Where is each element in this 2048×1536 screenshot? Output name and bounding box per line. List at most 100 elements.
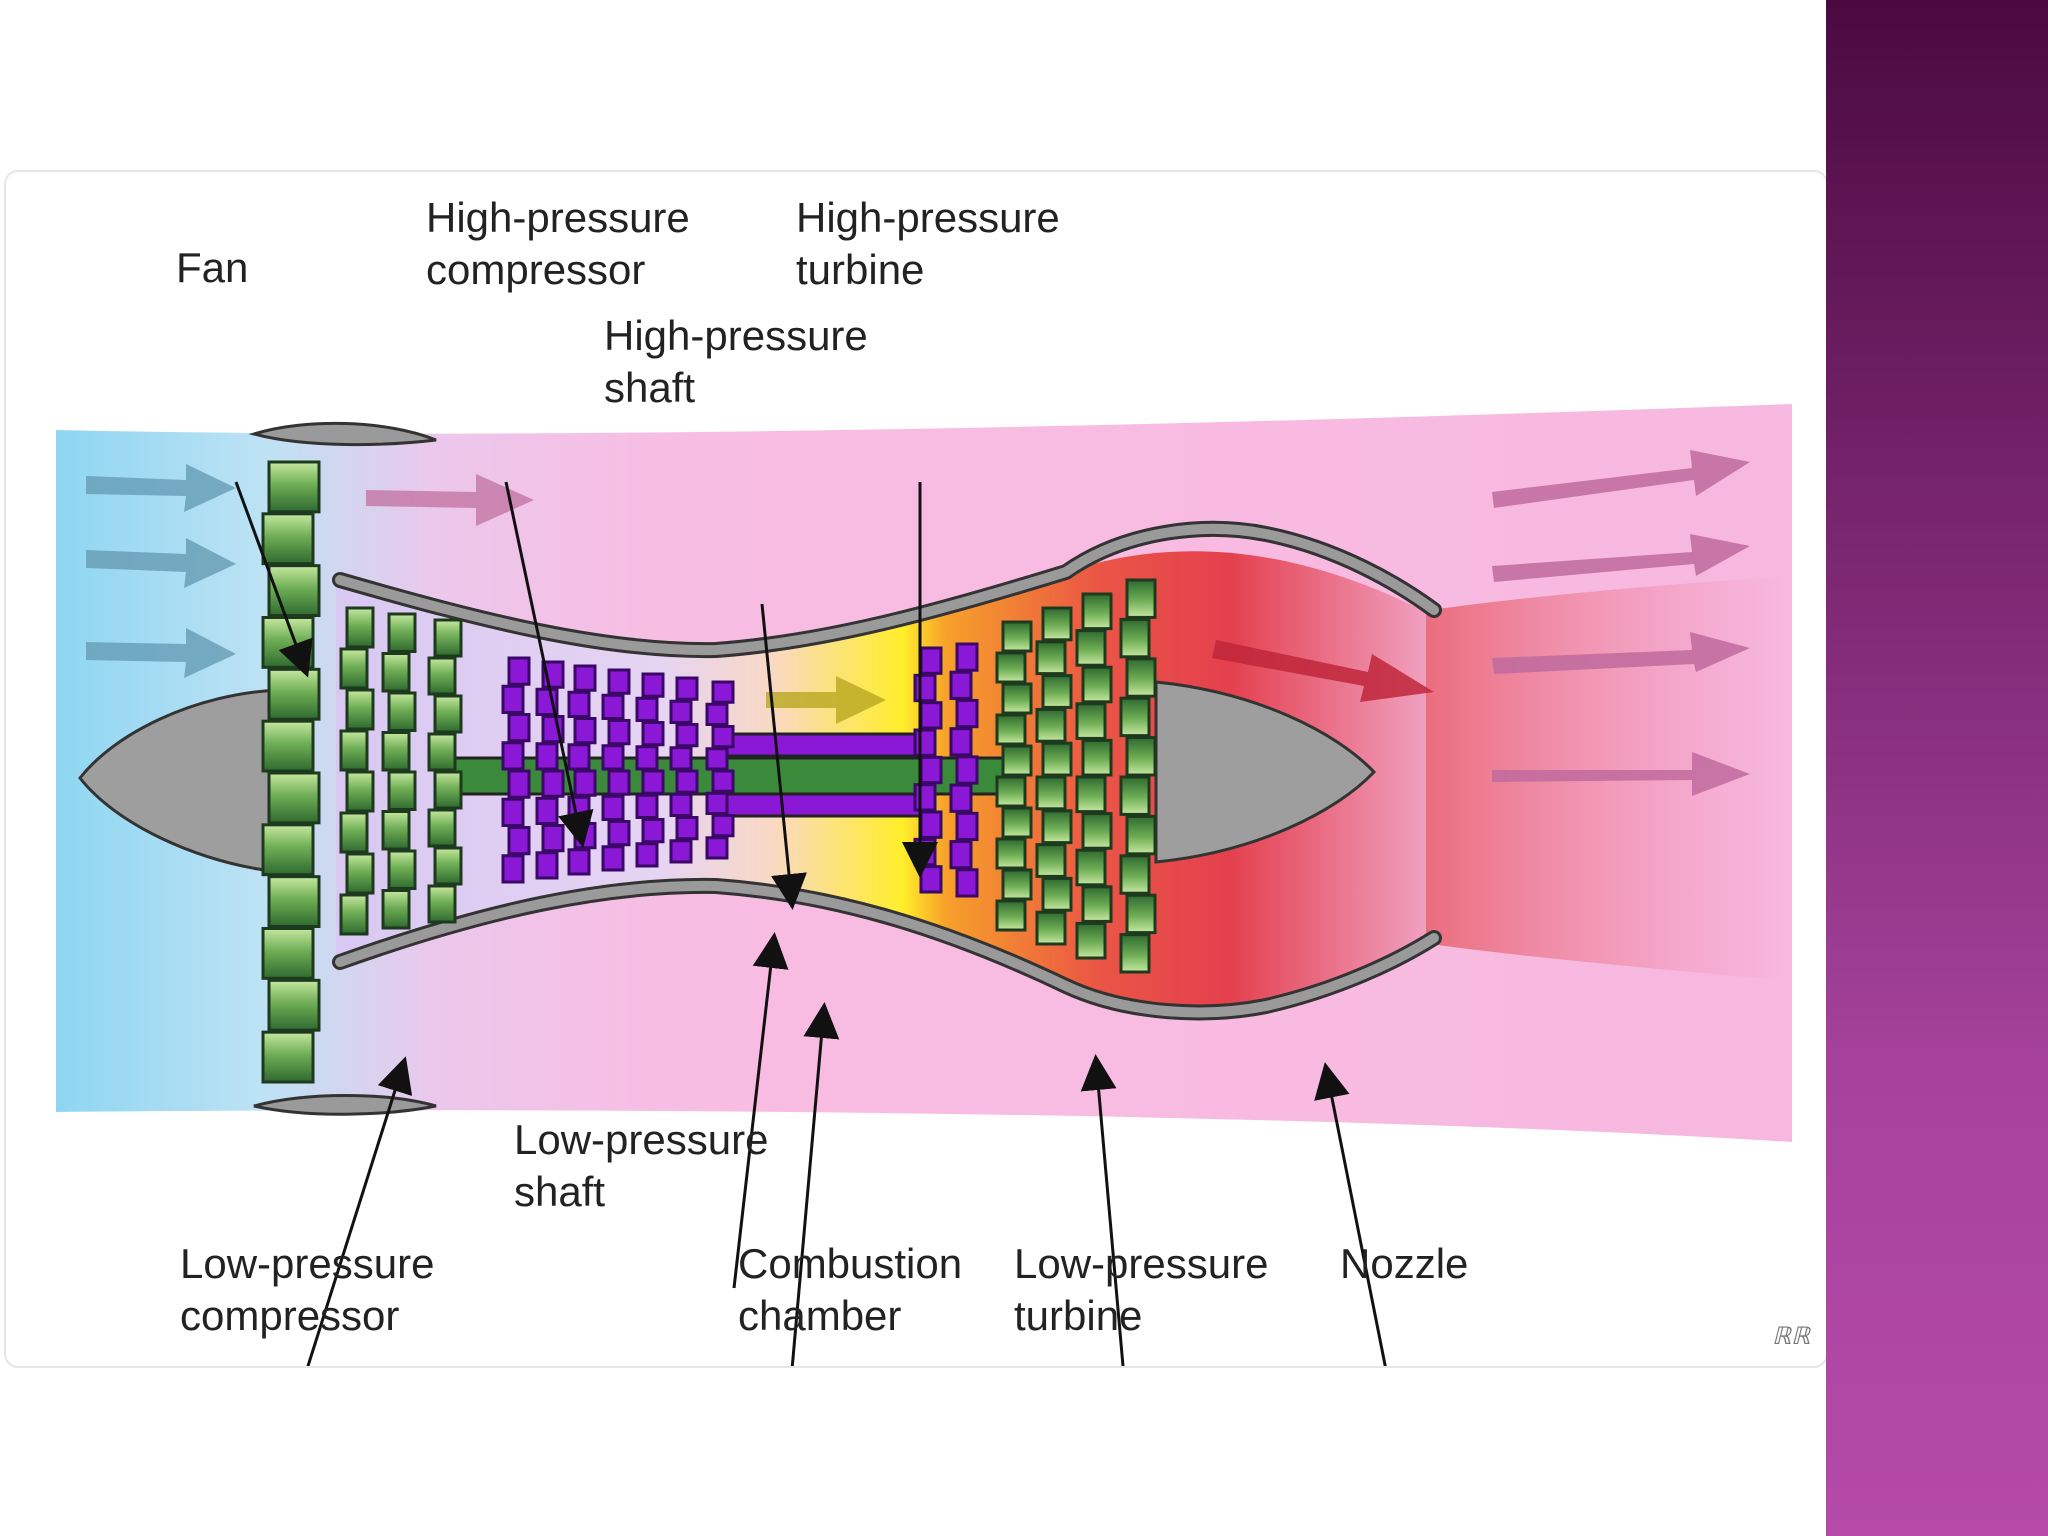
lp-turbine-stage-segment	[1119, 775, 1151, 816]
fan-blade-segment	[261, 1030, 315, 1084]
hp-compressor-stage-segment	[635, 696, 659, 722]
hp-compressor-stage-segment	[675, 723, 699, 748]
lp-turbine-stage-segment	[1001, 806, 1033, 839]
lp-compressor-stage-segment	[339, 893, 369, 936]
hp-compressor-stage-segment	[601, 845, 625, 872]
hp-compressor-stage-segment	[711, 814, 735, 838]
lp-turbine-stage-segment	[1075, 921, 1107, 960]
label-hp-turbine: High-pressure turbine	[796, 194, 1071, 293]
hp-compressor-stage-segment	[607, 820, 631, 847]
hp-compressor-stage-segment	[641, 818, 665, 844]
lp-turbine-stage-segment	[1041, 809, 1073, 845]
lp-compressor-stage-segment	[387, 770, 417, 811]
decorative-sidebar	[1826, 0, 2048, 1536]
lp-compressor-stage-segment	[433, 618, 463, 658]
hp-turbine-stage-segment	[913, 673, 937, 703]
hp-turbine-stage-segment	[955, 642, 979, 672]
hp-turbine-stage-segment	[949, 727, 973, 757]
label-hp-compressor: High-pressure compressor	[426, 194, 701, 293]
hp-compressor-stage-segment	[711, 725, 735, 749]
hp-compressor-stage-segment	[669, 839, 693, 864]
hp-compressor-stage-segment	[705, 791, 729, 815]
hp-compressor-stage-segment	[705, 702, 729, 726]
label-lp-shaft: Low-pressure shaft	[514, 1116, 780, 1215]
hp-compressor-stage-segment	[711, 680, 735, 704]
hp-compressor-stage-segment	[541, 769, 565, 798]
hp-compressor-stage-segment	[705, 836, 729, 860]
label-combustion-chamber: Combustion chamber	[738, 1240, 974, 1339]
lp-compressor-stage-segment	[433, 770, 463, 810]
hp-turbine-stage-segment	[919, 810, 943, 839]
lp-turbine-stage-segment	[1041, 606, 1073, 642]
hp-compressor-stage-segment	[635, 745, 659, 771]
label-nozzle: Nozzle	[1340, 1240, 1468, 1287]
lp-turbine-stage-segment	[1081, 885, 1113, 923]
hp-compressor-stage-segment	[601, 794, 625, 821]
high-pressure-shaft-top	[724, 732, 928, 758]
hp-compressor-stage-segment	[669, 792, 693, 817]
lp-compressor-stage-segment	[339, 729, 369, 772]
hp-turbine-stage-segment	[919, 701, 943, 730]
fan-blade-segment	[261, 512, 315, 566]
lp-turbine-stage-segment	[995, 713, 1027, 746]
hp-compressor-stage-segment	[507, 769, 531, 799]
hp-compressor-stage-segment	[675, 769, 699, 794]
lp-compressor-stage-segment	[381, 810, 411, 851]
lp-turbine-stage-segment	[1119, 854, 1151, 895]
lp-compressor-stage-segment	[433, 694, 463, 734]
hp-turbine-stage-segment	[913, 728, 937, 757]
fan-blade-segment	[261, 927, 315, 980]
lp-turbine-stage-segment	[1001, 682, 1033, 715]
hp-compressor-stage-segment	[641, 672, 665, 698]
hp-compressor-stage-segment	[601, 744, 625, 771]
hp-turbine-stage-segment	[955, 755, 979, 785]
casing-top-fill	[335, 523, 1439, 656]
lp-turbine-stage	[1119, 578, 1157, 974]
lp-turbine-stage-segment	[1035, 843, 1067, 878]
fan-blade-segment	[267, 564, 321, 617]
lp-turbine-stage-segment	[1075, 848, 1107, 887]
hp-compressor-stage-segment	[535, 796, 559, 825]
lp-turbine-stage-segment	[1081, 665, 1113, 704]
lp-compressor-stage	[381, 612, 417, 930]
tail-cone	[1154, 680, 1377, 864]
lp-turbine-stage-segment	[995, 775, 1027, 808]
lp-turbine-stage-segment	[1081, 812, 1113, 850]
hp-compressor-stage-segment	[601, 693, 625, 720]
lp-turbine-stage-segment	[1041, 876, 1073, 912]
lp-compressor-stage-segment	[339, 647, 369, 690]
fan-blade-segment	[267, 667, 321, 721]
lp-turbine-stage-segment	[1075, 775, 1107, 814]
label-fan: Fan	[176, 244, 248, 291]
hp-compressor-stage-segment	[535, 742, 559, 771]
lp-turbine-stage-segment	[1119, 933, 1151, 974]
hp-compressor-stage-segment	[675, 676, 699, 701]
lp-turbine-stage	[1075, 592, 1113, 960]
hp-compressor-stage	[705, 680, 735, 860]
lp-turbine-stage-segment	[1041, 741, 1073, 777]
hp-turbine-stage-segment	[919, 865, 943, 894]
hp-turbine-stage-segment	[955, 868, 979, 898]
fan-cowl-top	[248, 421, 437, 447]
hp-compressor-stage-segment	[607, 668, 631, 695]
lp-turbine-stage-segment	[1125, 736, 1157, 777]
lp-turbine-stage-segment	[1125, 814, 1157, 856]
lp-compressor-stage-segment	[339, 811, 369, 854]
lp-turbine-stage-segment	[1075, 629, 1107, 667]
lp-compressor-stage-segment	[381, 731, 411, 772]
label-hp-shaft: High-pressure shaft	[604, 312, 879, 411]
hp-turbine-stage-segment	[913, 783, 937, 812]
hp-compressor-stage	[601, 668, 631, 872]
lp-compressor-stage-segment	[427, 732, 457, 772]
hp-compressor-stage-segment	[635, 842, 659, 868]
hp-compressor-stage-segment	[711, 769, 735, 793]
lp-turbine-stage-segment	[1035, 775, 1067, 811]
lp-turbine-stage-segment	[1035, 707, 1067, 743]
hp-compressor-stage-segment	[573, 769, 597, 797]
label-lp-compressor: Low-pressure compressor	[180, 1240, 446, 1339]
lp-compressor-stage-segment	[387, 612, 417, 653]
lp-turbine-stage-segment	[1119, 696, 1151, 738]
fan-blade-segment	[267, 771, 321, 825]
lp-turbine-stage-segment	[1041, 674, 1073, 709]
lp-turbine-stage-segment	[1035, 640, 1067, 676]
